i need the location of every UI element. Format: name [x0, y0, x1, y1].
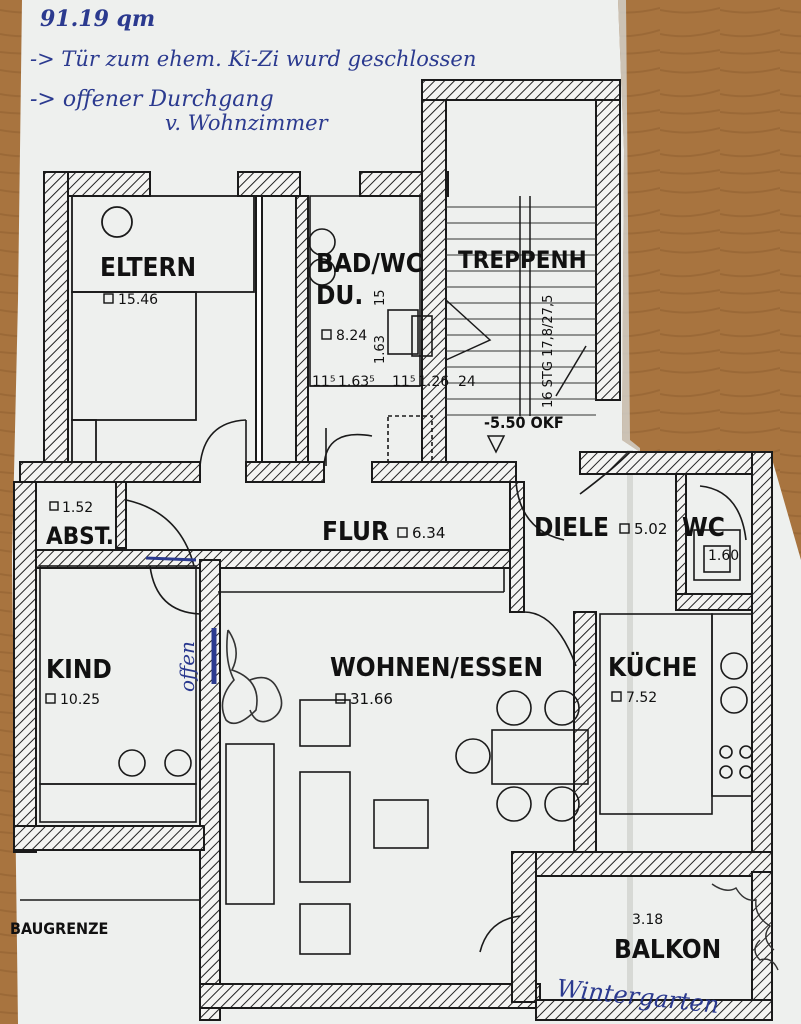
room-wohnen-area: 31.66: [350, 690, 393, 708]
eltern-furniture: [71, 195, 255, 463]
dimension-3: 11⁵: [392, 374, 415, 390]
baugrenze-label: BAUGRENZE: [10, 919, 108, 938]
room-eltern-area: 15.46: [118, 292, 158, 308]
kitchen-fixtures: [599, 529, 753, 815]
balkon-plants: [711, 883, 779, 971]
paper-shadow: [618, 0, 640, 452]
room-kueche-name: KÜCHE: [608, 650, 697, 683]
dimension-4: 1.26: [418, 374, 449, 390]
dimension-1: 11⁵: [312, 374, 335, 390]
room-kueche-area: 7.52: [626, 690, 657, 706]
room-eltern-name: ELTERN: [100, 253, 196, 283]
room-bad-name2: DU.: [316, 281, 363, 311]
area-marker-icon: [103, 293, 114, 304]
area-marker-icon: [45, 693, 56, 704]
room-kind-name: KIND: [46, 655, 112, 685]
walls: [13, 79, 773, 1021]
room-diele-area: 5.02: [634, 520, 667, 538]
room-balkon-name: BALKON: [614, 935, 721, 965]
note-offen: offen: [175, 641, 199, 692]
area-marker-icon: [619, 523, 630, 534]
area-marker-icon: [321, 329, 332, 340]
total-area-note: 91.19 qm: [40, 6, 155, 32]
kind-furniture: [39, 565, 197, 823]
room-bad-name: BAD/WC: [316, 249, 423, 279]
note-door-closed: -> Tür zum ehem. Ki-Zi wurd geschlossen: [30, 47, 476, 71]
room-kind-area: 10.25: [60, 692, 100, 708]
area-marker-icon: [611, 691, 622, 702]
room-flur-name: FLUR: [322, 517, 389, 547]
stairs-level: -5.50 OKF: [484, 413, 564, 432]
room-balkon-area: 3.18: [632, 912, 663, 928]
stairs-info: 16 STG 17,8/27,5: [541, 295, 556, 408]
room-treppenhaus-name: TREPPENH: [458, 246, 587, 274]
room-wc-name: WC: [682, 513, 725, 543]
abst-door: [125, 499, 195, 567]
staircase: [445, 196, 596, 454]
dimension-2: 1.63⁵: [338, 374, 375, 390]
dimension-6: 15: [373, 289, 388, 306]
room-wc-area: 1.60: [708, 548, 739, 564]
marker-stroke: [145, 556, 197, 562]
room-wohnen-name: WOHNEN/ESSEN: [330, 653, 543, 683]
note-open-passage: -> offener Durchgang: [30, 87, 274, 112]
room-flur-area: 6.34: [412, 524, 445, 542]
note-living-room: v. Wohnzimmer: [165, 111, 330, 135]
flur-doors: [149, 419, 747, 667]
bad-fixtures: [308, 195, 433, 463]
room-abst-name: ABST.: [46, 522, 114, 550]
dimension-5: 24: [458, 374, 476, 390]
dimension-7: 1.63: [373, 335, 388, 364]
room-abst-area: 1.52: [62, 500, 93, 516]
area-marker-icon: [49, 501, 59, 511]
room-diele-name: DIELE: [534, 513, 609, 543]
room-bad-area: 8.24: [336, 328, 367, 344]
living-furniture: [218, 568, 589, 955]
area-marker-icon: [335, 693, 346, 704]
area-marker-icon: [397, 527, 408, 538]
